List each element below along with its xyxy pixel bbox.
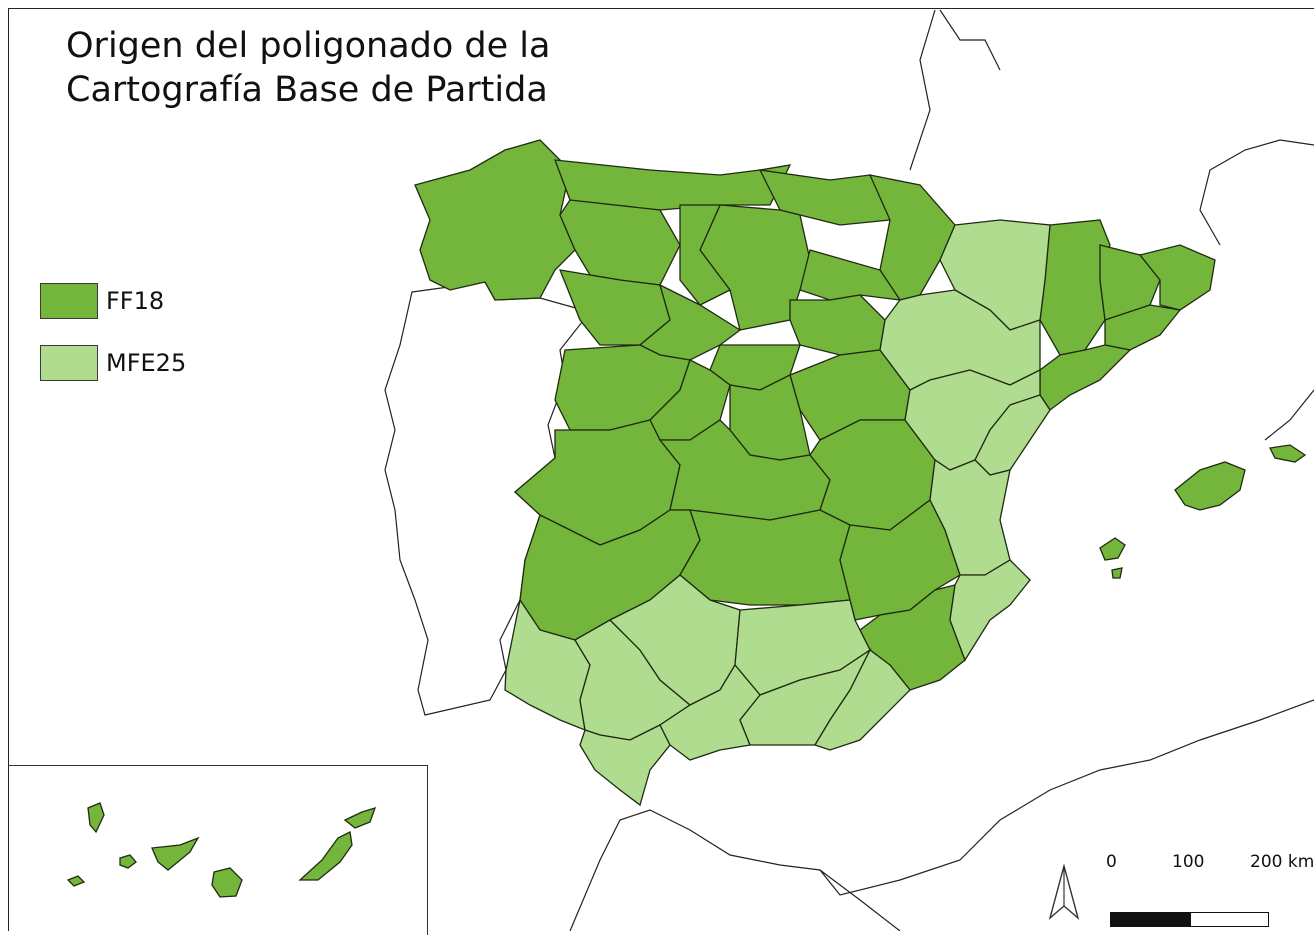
canary-islands-inset [8, 765, 428, 935]
map-title: Origen del poligonado de la Cartografía … [66, 24, 550, 112]
province-cadiz [579, 724, 671, 807]
province-huesca [1039, 219, 1111, 356]
legend-swatch-ff18 [40, 283, 98, 319]
scale-label-200: 200 km [1250, 852, 1314, 872]
scale-bar: 0 100 200 km [1100, 852, 1314, 931]
legend-item-mfe25: MFE25 [40, 344, 186, 382]
france-coast-line [909, 9, 936, 171]
island-la-palma [87, 802, 105, 834]
island-menorca [1269, 444, 1307, 463]
island-mallorca [1174, 461, 1246, 511]
province-leon [559, 199, 681, 286]
scale-segment-black [1110, 912, 1192, 927]
africa-coast-line-2 [819, 869, 901, 931]
island-la-gomera [119, 854, 137, 869]
island-gran-canaria [211, 867, 243, 898]
scale-label-0: 0 [1106, 852, 1117, 872]
legend-label-mfe25: MFE25 [106, 349, 187, 377]
portugal-outline [384, 281, 592, 716]
france-coast-line-2 [939, 9, 1001, 71]
island-tenerife [151, 836, 200, 871]
italy-sardinia-line [1264, 389, 1314, 441]
island-formentera [1111, 567, 1123, 579]
island-el-hierro [66, 875, 86, 887]
province-soria [789, 294, 886, 356]
province-almeria [814, 649, 911, 751]
scale-label-100: 100 [1172, 852, 1205, 872]
island-fuerteventura [298, 831, 353, 881]
province-valencia [929, 458, 1011, 576]
province-palencia [679, 204, 731, 306]
map-frame [8, 8, 1314, 931]
map-title-line2: Cartografía Base de Partida [66, 70, 548, 110]
scale-segment-white [1190, 912, 1269, 927]
province-girona [1138, 244, 1216, 311]
map-title-line1: Origen del poligonado de la [66, 26, 551, 66]
province-tarragona [1039, 344, 1132, 411]
africa-coast-line [569, 699, 1314, 931]
ff18-provinces [66, 139, 1307, 898]
island-lanzarote [343, 806, 377, 829]
legend: FF18 MFE25 [40, 282, 186, 406]
corsica-coast-line [1199, 139, 1314, 246]
province-alicante [949, 559, 1031, 662]
legend-label-ff18: FF18 [106, 287, 165, 315]
legend-swatch-mfe25 [40, 345, 98, 381]
island-ibiza [1099, 537, 1126, 561]
mfe25-provinces [504, 219, 1051, 807]
province-ciudad-real [679, 509, 851, 606]
north-arrow-icon [1048, 863, 1080, 921]
legend-item-ff18: FF18 [40, 282, 186, 320]
province-galicia [414, 139, 576, 301]
